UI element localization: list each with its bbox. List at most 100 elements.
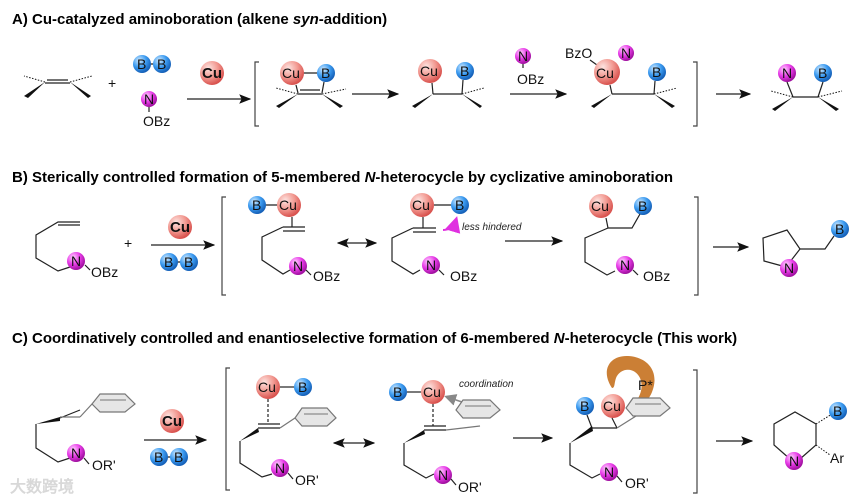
benzoate-label: BzO	[565, 45, 592, 61]
section-b: B) Sterically controlled formation of 5-…	[12, 169, 849, 296]
chiral-ligand-shape	[606, 355, 655, 407]
nitrogen-label: N	[71, 445, 81, 461]
copper-label: Cu	[603, 398, 621, 414]
leaving-group-label: OBz	[643, 268, 670, 284]
copper-label: Cu	[282, 65, 300, 81]
leaving-group-label: OR'	[458, 479, 482, 495]
boron-label: B	[174, 449, 183, 465]
copper-label: Cu	[412, 197, 430, 213]
bracket-right	[693, 369, 698, 494]
boron-label: B	[652, 64, 661, 80]
nitrogen-label: N	[789, 453, 799, 469]
nitrogen-label: N	[71, 253, 81, 269]
annotation-label: coordination	[459, 379, 514, 390]
boron-label: B	[455, 197, 464, 213]
boron-label: B	[184, 254, 193, 270]
leaving-group-label: OBz	[91, 264, 118, 280]
intermediate-b1: B Cu N OBz	[248, 193, 340, 284]
product-b: N B	[762, 220, 849, 277]
boron-label: B	[580, 398, 589, 414]
leaving-group-label: OR'	[625, 475, 649, 491]
copper-label: Cu	[420, 63, 438, 79]
boron-label: B	[835, 221, 844, 237]
intermediate-a3: BzO N Cu B	[565, 45, 678, 108]
boron-atom	[133, 55, 151, 73]
substrate-b: N OBz	[35, 221, 118, 280]
intermediate-b2: Cu B less hindered N OBz	[391, 193, 522, 284]
migration-arrow	[442, 216, 461, 234]
copper-label: Cu	[162, 413, 182, 430]
section-b-title: B) Sterically controlled formation of 5-…	[12, 169, 673, 186]
leaving-group-label: OBz	[313, 268, 340, 284]
coordination-arrow	[444, 394, 463, 406]
bracket-right	[694, 196, 699, 296]
nitrogen-label: N	[621, 45, 631, 61]
copper-label: Cu	[591, 198, 609, 214]
ligand-label: P*	[638, 377, 653, 393]
boron-label: B	[818, 65, 827, 81]
boron-label: B	[137, 56, 146, 72]
boron-label: B	[321, 65, 330, 81]
intermediate-a2: Cu B	[412, 59, 485, 108]
plus-sign: +	[108, 75, 116, 91]
copper-catalyst: Cu	[168, 215, 192, 239]
boron-label: B	[157, 56, 166, 72]
alkene-substrate	[23, 75, 93, 98]
nitrogen-label: N	[518, 48, 528, 64]
boron-label: B	[393, 384, 402, 400]
copper-label: Cu	[258, 379, 276, 395]
product-a: N B	[770, 64, 843, 111]
nitrogen-label: N	[144, 91, 154, 107]
nitrogen-label: N	[426, 257, 436, 273]
plus-sign: +	[124, 235, 132, 251]
bracket-left	[254, 61, 259, 127]
leaving-group-label: OBz	[517, 71, 544, 87]
copper-label: Cu	[170, 219, 190, 236]
nitrogen-label: N	[438, 467, 448, 483]
leaving-group-label: OR'	[295, 472, 319, 488]
section-c-title: C) Coordinatively controlled and enantio…	[12, 330, 737, 347]
copper-label: Cu	[202, 65, 222, 82]
boron-label: B	[638, 198, 647, 214]
copper-label: Cu	[423, 384, 441, 400]
nitrogen-label: N	[784, 260, 794, 276]
substrate-c: N OR'	[35, 393, 136, 473]
leaving-group-label: OBz	[450, 268, 477, 284]
intermediate-a1: Cu B	[275, 61, 347, 108]
diboron-reagent: B B	[160, 253, 198, 271]
leaving-group-label: OR'	[92, 457, 116, 473]
aryl-label: Ar	[830, 450, 844, 466]
intermediate-c1: Cu B N OR'	[239, 375, 337, 488]
intermediate-c2: B Cu coordination N OR'	[389, 379, 514, 495]
product-c: N B Ar	[773, 402, 847, 470]
diboron-reagent: B B	[133, 55, 171, 73]
nitrogen-atom	[141, 91, 157, 107]
nitrogen-label: N	[620, 257, 630, 273]
amine-reagent: N OBz	[141, 91, 170, 129]
intermediate-b3: Cu B N OBz	[584, 194, 670, 284]
bracket-left	[225, 367, 230, 491]
section-a: A) Cu-catalyzed aminoboration (alkene sy…	[12, 11, 843, 129]
diboron-reagent: B B	[150, 448, 188, 466]
boron-label: B	[154, 449, 163, 465]
watermark: 大数跨境	[10, 477, 74, 496]
amine-reagent-2: N OBz	[515, 48, 544, 87]
copper-catalyst: Cu	[160, 409, 184, 433]
section-c: C) Coordinatively controlled and enantio…	[12, 330, 847, 495]
boron-atom	[153, 55, 171, 73]
annotation-label: less hindered	[462, 222, 522, 233]
copper-label: Cu	[279, 197, 297, 213]
boron-label: B	[460, 63, 469, 79]
leaving-group-label: OBz	[143, 113, 170, 129]
boron-label: B	[298, 379, 307, 395]
bracket-right	[693, 61, 698, 127]
boron-label: B	[833, 403, 842, 419]
nitrogen-label: N	[782, 65, 792, 81]
nitrogen-label: N	[604, 464, 614, 480]
nitrogen-label: N	[293, 258, 303, 274]
intermediate-c3: P* B Cu N OR'	[569, 355, 671, 491]
section-a-title: A) Cu-catalyzed aminoboration (alkene sy…	[12, 11, 387, 28]
nitrogen-label: N	[275, 460, 285, 476]
bracket-left	[221, 196, 226, 296]
